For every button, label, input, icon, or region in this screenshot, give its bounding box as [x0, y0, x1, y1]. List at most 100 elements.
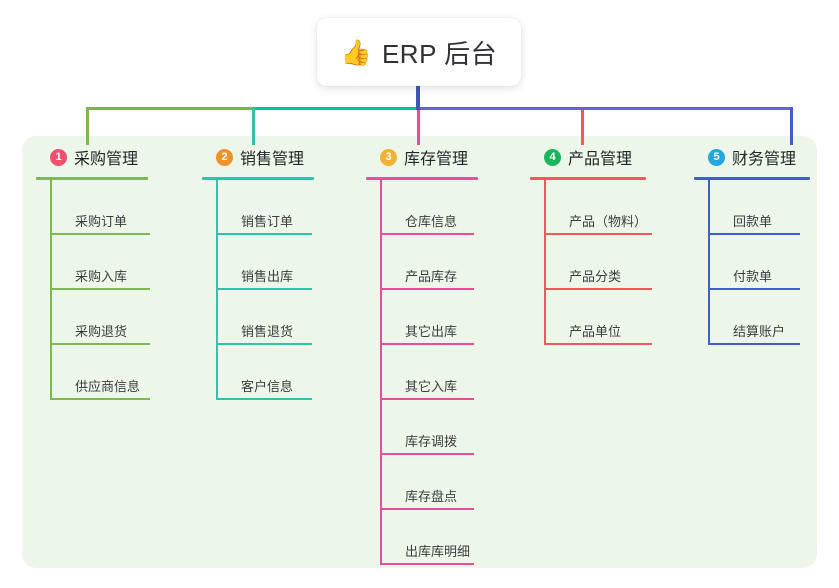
item-underline — [380, 453, 474, 455]
column-badge-1: 1 — [50, 148, 67, 166]
column-items-sales-management: 销售订单销售出库销售退货客户信息 — [216, 180, 354, 400]
drop-line-column-3 — [417, 110, 420, 145]
list-item[interactable]: 其它入库 — [380, 345, 518, 400]
column-items-inventory-management: 仓库信息产品库存其它出库其它入库库存调拨库存盘点出库库明细 — [380, 180, 518, 565]
trunk-segment-purple — [418, 107, 793, 110]
column-title-inventory-management: 库存管理 — [404, 151, 469, 168]
list-item[interactable]: 产品分类 — [544, 235, 682, 290]
column-rule-finance-management — [694, 177, 810, 180]
root-title: ERP 后台 — [381, 38, 498, 69]
item-spine-line — [708, 290, 710, 345]
item-underline — [708, 233, 800, 235]
item-label: 产品分类 — [569, 269, 622, 284]
item-spine-line — [380, 455, 382, 510]
item-underline — [380, 343, 474, 345]
item-spine-line — [544, 180, 546, 235]
item-label: 供应商信息 — [75, 379, 141, 394]
column-title-purchase-management: 采购管理 — [74, 151, 139, 168]
thumbs-up-icon: 👍 — [340, 38, 372, 67]
column-rule-inventory-management — [366, 177, 478, 180]
drop-line-column-1 — [86, 107, 89, 145]
list-item[interactable]: 销售出库 — [216, 235, 354, 290]
list-item[interactable]: 产品库存 — [380, 235, 518, 290]
item-underline — [216, 343, 312, 345]
item-underline — [50, 398, 150, 400]
list-item[interactable]: 采购订单 — [50, 180, 188, 235]
item-underline — [216, 233, 312, 235]
item-label: 采购订单 — [75, 214, 128, 229]
item-spine-line — [216, 235, 218, 290]
list-item[interactable]: 其它出库 — [380, 290, 518, 345]
item-underline — [50, 343, 150, 345]
trunk-segment-teal — [253, 107, 419, 110]
drop-line-column-4 — [581, 110, 584, 145]
list-item[interactable]: 库存盘点 — [380, 455, 518, 510]
item-label: 产品单位 — [569, 324, 622, 339]
column-title-product-management: 产品管理 — [568, 151, 633, 168]
item-underline — [544, 288, 652, 290]
item-label: 采购退货 — [75, 324, 128, 339]
list-item[interactable]: 采购入库 — [50, 235, 188, 290]
drop-line-column-5 — [790, 107, 793, 145]
list-item[interactable]: 结算账户 — [708, 290, 834, 345]
column-items-product-management: 产品（物料） 产品分类产品单位 — [544, 180, 682, 345]
item-underline — [544, 343, 652, 345]
item-label: 销售出库 — [241, 269, 294, 284]
column-purchase-management: 1 采购管理采购订单采购入库采购退货供应商信息 — [36, 144, 188, 400]
list-item[interactable]: 销售退货 — [216, 290, 354, 345]
list-item[interactable]: 仓库信息 — [380, 180, 518, 235]
item-underline — [708, 343, 800, 345]
column-header-purchase-management[interactable]: 1 采购管理 — [36, 144, 188, 170]
list-item[interactable]: 回款单 — [708, 180, 834, 235]
item-spine-line — [708, 235, 710, 290]
item-label: 库存调拨 — [405, 434, 458, 449]
list-item[interactable]: 采购退货 — [50, 290, 188, 345]
item-label: 仓库信息 — [405, 214, 458, 229]
root-node[interactable]: 👍 ERP 后台 — [317, 18, 521, 86]
column-title-sales-management: 销售管理 — [240, 151, 305, 168]
root-stem-line — [416, 86, 420, 110]
item-spine-line — [380, 510, 382, 565]
item-underline — [708, 288, 800, 290]
item-spine-line — [216, 345, 218, 400]
list-item[interactable]: 库存调拨 — [380, 400, 518, 455]
item-label: 采购入库 — [75, 269, 128, 284]
list-item[interactable]: 产品（物料） — [544, 180, 682, 235]
trunk-segment-green — [86, 107, 254, 110]
item-label: 库存盘点 — [405, 489, 458, 504]
item-underline — [380, 563, 474, 565]
list-item[interactable]: 出库库明细 — [380, 510, 518, 565]
item-underline — [216, 398, 312, 400]
list-item[interactable]: 供应商信息 — [50, 345, 188, 400]
item-underline — [544, 233, 652, 235]
item-label: 结算账户 — [733, 324, 786, 339]
item-spine-line — [544, 290, 546, 345]
item-spine-line — [50, 290, 52, 345]
item-spine-line — [380, 400, 382, 455]
list-item[interactable]: 销售订单 — [216, 180, 354, 235]
list-item[interactable]: 产品单位 — [544, 290, 682, 345]
item-underline — [50, 288, 150, 290]
item-label: 客户信息 — [241, 379, 294, 394]
column-items-finance-management: 回款单付款单结算账户 — [708, 180, 834, 345]
list-item[interactable]: 客户信息 — [216, 345, 354, 400]
item-underline — [216, 288, 312, 290]
item-spine-line — [380, 345, 382, 400]
item-spine-line — [216, 180, 218, 235]
item-label: 其它入库 — [405, 379, 458, 394]
item-label: 销售退货 — [241, 324, 294, 339]
item-spine-line — [380, 235, 382, 290]
column-rule-sales-management — [202, 177, 314, 180]
item-spine-line — [50, 235, 52, 290]
item-underline — [50, 233, 150, 235]
list-item[interactable]: 付款单 — [708, 235, 834, 290]
item-label: 产品（物料） — [569, 214, 648, 229]
